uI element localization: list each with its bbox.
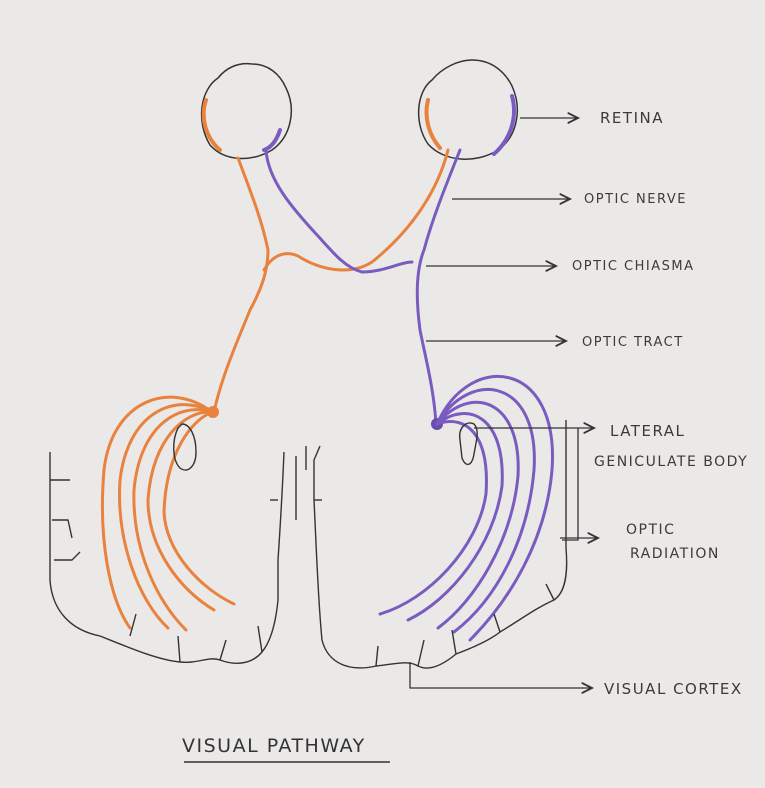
left-optic-radiation <box>102 397 234 630</box>
brain-outline <box>50 420 567 668</box>
label-lgb-line2: GENICULATE BODY <box>594 454 748 470</box>
right-eyeball <box>419 60 518 159</box>
left-pathway-orange <box>214 150 448 412</box>
right-optic-radiation <box>380 376 553 640</box>
diagram-title: VISUAL PATHWAY <box>182 735 366 757</box>
label-radiation-line2: RADIATION <box>630 546 720 562</box>
label-visual-cortex: VISUAL CORTEX <box>604 680 743 698</box>
label-radiation-line1: OPTIC <box>626 522 675 538</box>
label-lgb-line1: LATERAL <box>610 422 685 440</box>
label-optic-chiasma: OPTIC CHIASMA <box>572 259 695 274</box>
label-optic-nerve: OPTIC NERVE <box>584 192 687 207</box>
label-optic-tract: OPTIC TRACT <box>582 335 684 350</box>
label-retina: RETINA <box>600 109 664 127</box>
left-eyeball <box>202 64 292 159</box>
